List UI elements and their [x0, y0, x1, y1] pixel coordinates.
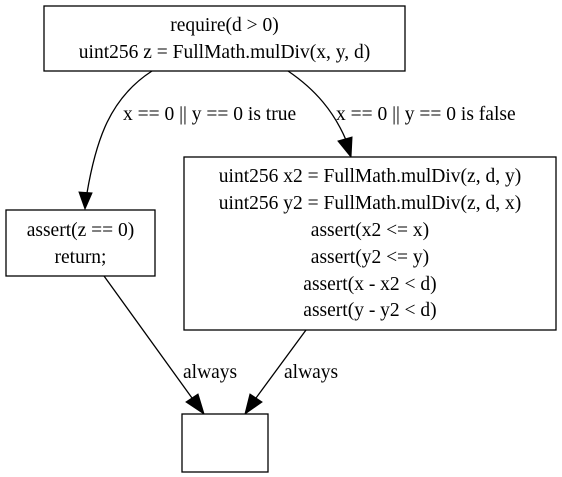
edge-entry-to-false: x == 0 || y == 0 is false	[287, 70, 516, 159]
node-exit	[181, 413, 269, 473]
node-false-branch-line: assert(x2 <= x)	[311, 220, 429, 241]
node-false-branch-line: assert(y2 <= y)	[311, 247, 429, 268]
node-false-branch: uint256 x2 = FullMath.mulDiv(z, d, y) ui…	[183, 156, 557, 331]
edge-false-to-exit: always	[244, 329, 338, 416]
node-true-branch: assert(z == 0) return;	[5, 209, 156, 277]
edge-entry-to-true-label: x == 0 || y == 0 is true	[123, 104, 296, 125]
node-false-branch-line: uint256 x2 = FullMath.mulDiv(z, d, y)	[219, 166, 521, 187]
node-false-branch-box	[183, 156, 557, 331]
edge-true-to-exit-label: always	[183, 362, 237, 383]
edge-entry-to-true-line	[86, 70, 153, 194]
node-false-branch-line: assert(x - x2 < d)	[303, 274, 436, 295]
edge-entry-to-true-arrowhead	[78, 191, 93, 211]
node-exit-box	[181, 413, 269, 473]
node-true-branch-line: assert(z == 0)	[27, 220, 135, 241]
node-false-branch-line: assert(y - y2 < d)	[303, 300, 436, 321]
edge-true-to-exit: always	[103, 275, 237, 416]
edge-entry-to-false-arrowhead	[337, 136, 353, 159]
edge-entry-to-false-line	[287, 70, 347, 141]
node-entry-line: require(d > 0)	[170, 15, 278, 36]
edge-false-to-exit-label: always	[284, 362, 338, 383]
edge-true-to-exit-line	[103, 275, 193, 399]
edge-true-to-exit-arrowhead	[185, 393, 205, 416]
node-false-branch-line: uint256 y2 = FullMath.mulDiv(z, d, x)	[219, 193, 521, 214]
edge-false-to-exit-line	[255, 329, 307, 399]
node-entry-line: uint256 z = FullMath.mulDiv(x, y, d)	[79, 42, 370, 63]
node-entry-box	[43, 5, 406, 72]
node-entry: require(d > 0) uint256 z = FullMath.mulD…	[43, 5, 406, 72]
node-true-branch-line: return;	[55, 247, 107, 268]
edge-false-to-exit-arrowhead	[244, 393, 263, 416]
edge-entry-to-true: x == 0 || y == 0 is true	[78, 70, 296, 211]
edge-entry-to-false-label: x == 0 || y == 0 is false	[336, 104, 516, 125]
node-true-branch-box	[5, 209, 156, 277]
